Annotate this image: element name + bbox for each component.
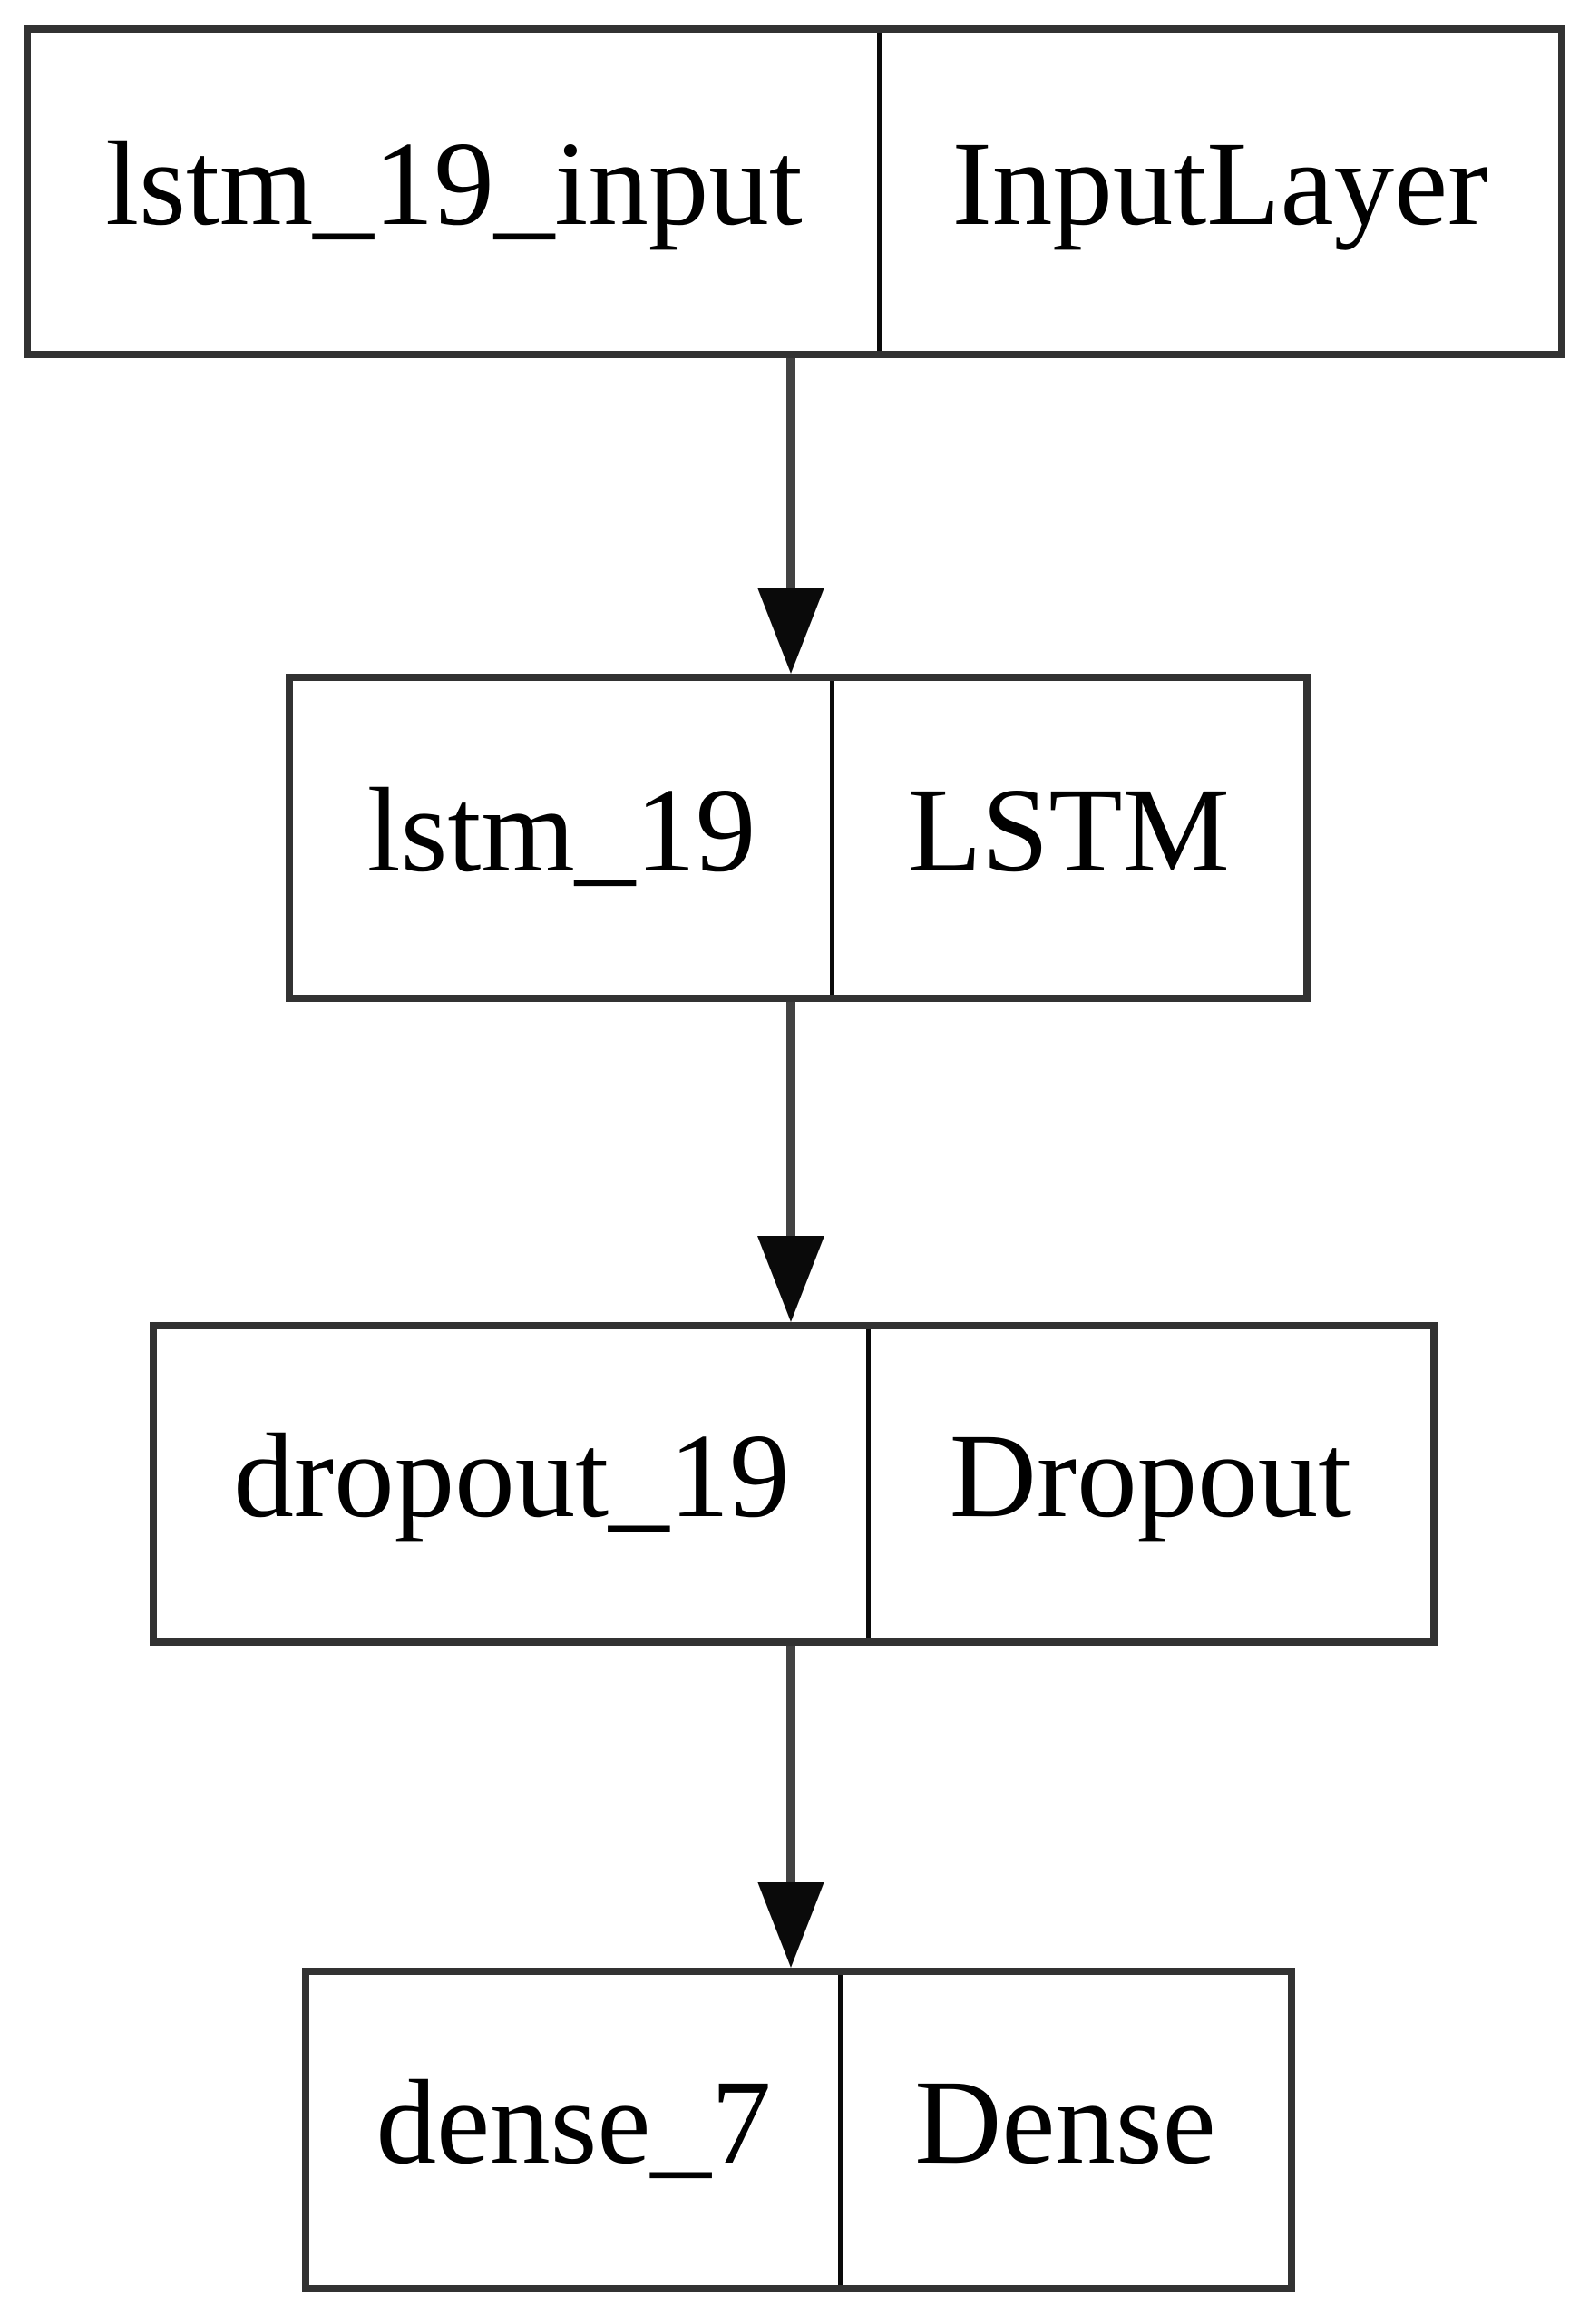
node-dense-7: dense_7 Dense [302,1968,1295,2292]
arrowhead-down-icon [757,1236,824,1322]
node-type-cell: LSTM [834,681,1303,995]
node-type-cell: InputLayer [882,33,1558,351]
layer-type-label: Dense [914,2054,1216,2189]
layer-name-label: lstm_19_input [105,116,803,250]
edge-arrow-3 [756,1646,825,1968]
node-lstm-19-input: lstm_19_input InputLayer [24,25,1565,358]
edge-arrow-1 [756,358,825,674]
arrowhead-down-icon [757,1882,824,1968]
edge-line [786,358,795,589]
layer-type-label: InputLayer [951,116,1488,250]
node-dropout-19: dropout_19 Dropout [150,1322,1438,1646]
edge-line [786,1002,795,1238]
node-type-cell: Dense [843,1975,1288,2285]
node-name-cell: lstm_19 [293,681,834,995]
node-type-cell: Dropout [871,1329,1430,1638]
arrowhead-down-icon [757,588,824,674]
layer-name-label: lstm_19 [366,762,756,897]
edge-line [786,1646,795,1883]
node-lstm-19: lstm_19 LSTM [286,674,1311,1002]
node-name-cell: dense_7 [309,1975,843,2285]
node-name-cell: lstm_19_input [31,33,882,351]
edge-arrow-2 [756,1002,825,1322]
layer-name-label: dropout_19 [233,1408,790,1542]
layer-type-label: Dropout [949,1408,1352,1542]
layer-type-label: LSTM [908,762,1230,897]
layer-name-label: dense_7 [375,2054,772,2189]
node-name-cell: dropout_19 [157,1329,871,1638]
